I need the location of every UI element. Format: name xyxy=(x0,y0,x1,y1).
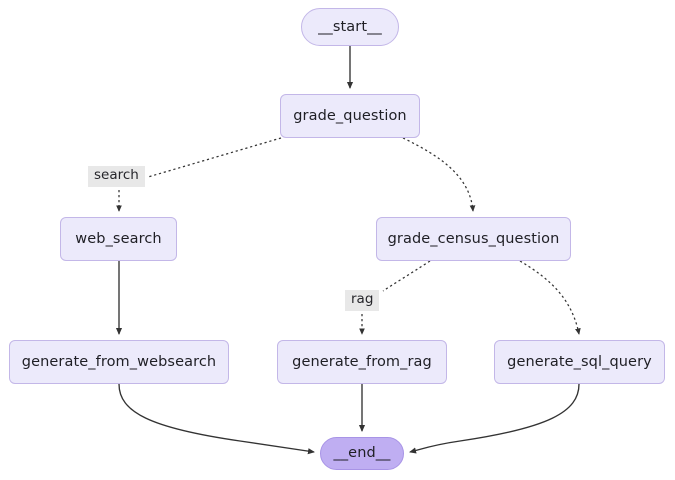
node-generate-from-websearch[interactable]: generate_from_websearch xyxy=(9,340,229,384)
edge-grade-census-question-to-rag-label xyxy=(382,260,431,292)
edge-generate-sql-query-to-end xyxy=(409,383,580,454)
edge-label-search: search xyxy=(88,166,145,187)
node-generate-from-websearch-label: generate_from_websearch xyxy=(21,353,217,370)
edge-generate-from-websearch-to-end xyxy=(118,383,315,455)
node-end-label: __end__ xyxy=(333,445,391,462)
node-generate-from-rag[interactable]: generate_from_rag xyxy=(277,340,447,384)
node-web-search[interactable]: web_search xyxy=(60,217,177,261)
node-start[interactable]: __start__ xyxy=(301,8,399,46)
node-end[interactable]: __end__ xyxy=(320,437,404,470)
node-grade-census-question-label: grade_census_question xyxy=(387,230,560,247)
edge-label-rag: rag xyxy=(345,290,380,311)
node-grade-question-label: grade_question xyxy=(293,107,407,124)
edge-label-rag-text: rag xyxy=(351,291,374,307)
node-generate-sql-query[interactable]: generate_sql_query xyxy=(494,340,665,384)
node-web-search-label: web_search xyxy=(75,230,162,247)
node-generate-from-rag-label: generate_from_rag xyxy=(292,353,432,370)
node-start-label: __start__ xyxy=(318,18,382,35)
edge-grade-question-to-grade-census-question xyxy=(402,137,476,212)
node-grade-question[interactable]: grade_question xyxy=(280,94,420,138)
edge-label-search-text: search xyxy=(94,167,139,183)
node-generate-sql-query-label: generate_sql_query xyxy=(507,353,652,370)
node-grade-census-question[interactable]: grade_census_question xyxy=(376,217,571,261)
edge-grade-census-question-to-generate-sql-query xyxy=(519,260,581,335)
edge-grade-question-to-search-label xyxy=(147,137,282,178)
